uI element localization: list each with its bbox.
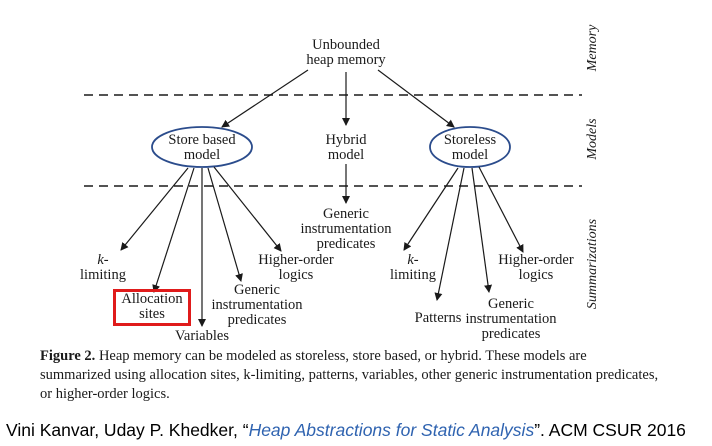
store-based-ellipse xyxy=(151,126,253,168)
allocation-sites-highlight xyxy=(113,289,191,326)
node-sl-higher-order-logics: Higher-order logics xyxy=(498,252,574,283)
memory-side-label: Memory xyxy=(585,24,600,72)
figure-caption: Figure 2. Heap memory can be modeled as … xyxy=(40,347,660,404)
edge-sb-allocation-sites xyxy=(152,167,195,293)
edge-sb-k-limiting xyxy=(120,167,189,251)
edge-sb-generic xyxy=(207,167,243,282)
citation-venue: ”. ACM CSUR 2016 xyxy=(534,420,686,440)
node-sl-patterns: Patterns xyxy=(414,310,462,326)
storeless-ellipse xyxy=(429,126,511,168)
node-sl-generic-predicates: Generic instrumentation predicates xyxy=(465,296,557,342)
summarizations-side-label: Summarizations xyxy=(585,218,600,310)
node-sb-higher-order-logics: Higher-order logics xyxy=(258,252,334,283)
citation: Vini Kanvar, Uday P. Khedker, “Heap Abst… xyxy=(6,420,711,441)
node-store-based-model: Store based model xyxy=(168,132,236,163)
edge-sl-generic xyxy=(471,167,493,293)
edge-sl-k-limiting xyxy=(403,167,459,251)
edge-root-storeless xyxy=(377,69,455,128)
node-sb-allocation-sites: Allocation sites xyxy=(121,291,183,322)
node-sb-k-limiting: k- limiting xyxy=(80,252,126,283)
caption-label: Figure 2. xyxy=(40,348,96,364)
edge-sl-patterns xyxy=(434,167,465,301)
node-sb-generic-predicates: Generic instrumentation predicates xyxy=(211,282,303,328)
citation-authors: Vini Kanvar, Uday P. Khedker, “ xyxy=(6,420,249,440)
edge-sb-higher-order xyxy=(213,166,282,252)
models-side-label: Models xyxy=(585,118,600,160)
node-sb-variables: Variables xyxy=(175,328,229,344)
caption-text: Heap memory can be modeled as storeless,… xyxy=(40,348,659,402)
edge-root-store-based xyxy=(221,69,309,128)
node-hybrid-generic-predicates: Generic instrumentation predicates xyxy=(300,206,392,252)
edge-sl-higher-order xyxy=(478,166,524,253)
node-hybrid-model: Hybrid model xyxy=(325,132,367,163)
node-sl-k-limiting: k- limiting xyxy=(390,252,436,283)
citation-title: Heap Abstractions for Static Analysis xyxy=(248,420,535,440)
node-storeless-model: Storeless model xyxy=(443,132,497,163)
node-unbounded-heap-memory: Unbounded heap memory xyxy=(306,37,386,68)
